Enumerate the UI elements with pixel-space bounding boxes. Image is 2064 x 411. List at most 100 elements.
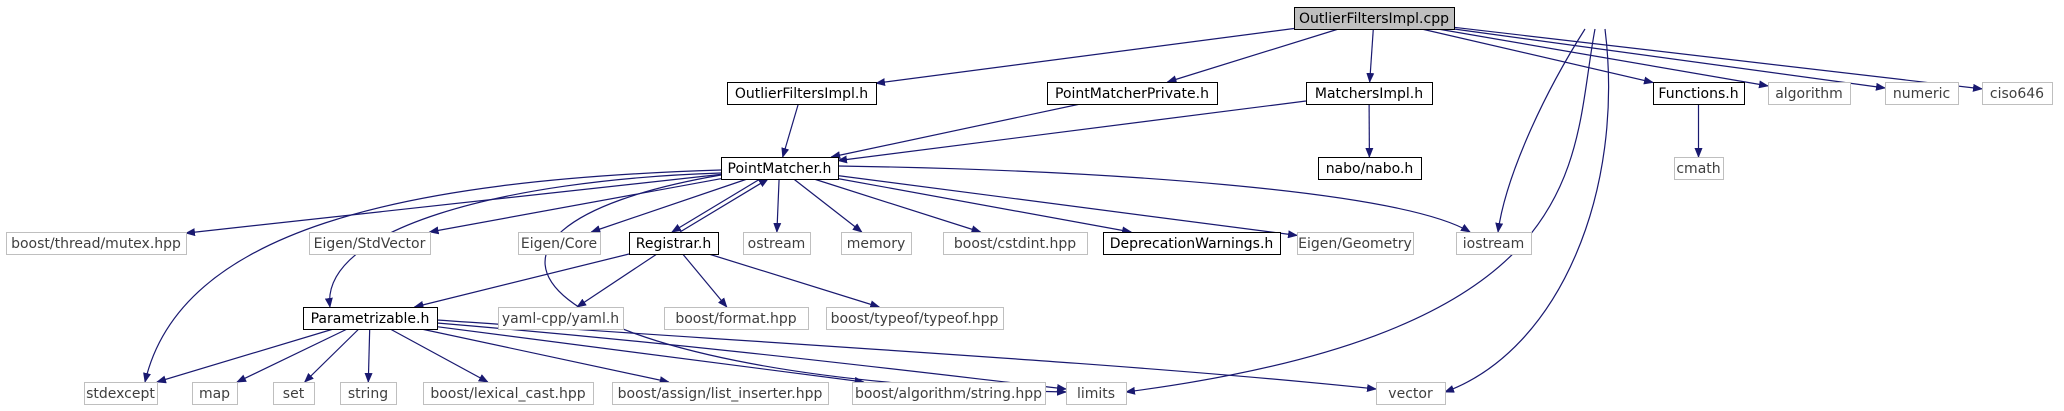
- node-registrar-h[interactable]: Registrar.h: [629, 232, 719, 255]
- node-box: [498, 307, 624, 330]
- node-label: ciso646: [1990, 86, 2044, 102]
- edge-outlierfiltersimpl-cpp-to-iostream: [1495, 28, 1586, 233]
- node-box: [1376, 382, 1446, 405]
- edge-pointmatcher-h-to-iostream: [837, 165, 1471, 233]
- node-label: boost/lexical_cast.hpp: [430, 386, 585, 402]
- edge-pointmatcherprivate-h-to-pointmatcher-h: [830, 103, 1081, 160]
- node-box: [727, 82, 877, 105]
- node-label: boost/algorithm/string.hpp: [855, 386, 1042, 402]
- node-pointmatcher-h[interactable]: PointMatcher.h: [721, 157, 839, 180]
- node-label: DeprecationWarnings.h: [1110, 236, 1274, 252]
- node-box: [852, 382, 1046, 405]
- node-label: OutlierFiltersImpl.cpp: [1299, 11, 1449, 27]
- node-deprecationwarnings-h[interactable]: DeprecationWarnings.h: [1103, 232, 1281, 255]
- node-label: string: [348, 386, 388, 402]
- edge-pointmatcher-h-to-deprecationwarnings-h: [837, 178, 1133, 235]
- edge-parametrizable-h-to-string: [364, 328, 373, 383]
- node-box: [84, 382, 158, 405]
- node-ciso646: ciso646: [1982, 82, 2053, 105]
- node-label: nabo/nabo.h: [1326, 161, 1414, 177]
- edge-parametrizable-h-to-boost-algorithm-string: [436, 326, 865, 385]
- node-label: Eigen/Geometry: [1298, 236, 1412, 252]
- node-map: map: [192, 382, 238, 405]
- edge-pointmatcher-h-to-eigen-core: [590, 178, 748, 233]
- edge-pointmatcher-h-to-eigen-geometry: [837, 175, 1298, 239]
- node-label: Eigen/Core: [521, 236, 597, 252]
- node-label: cmath: [1676, 161, 1720, 177]
- node-boost-thread-mutex: boost/thread/mutex.hpp: [6, 232, 187, 255]
- node-box: [841, 232, 912, 255]
- edge-matchersimpl-h-to-pointmatcher-h: [837, 100, 1307, 164]
- edge-parametrizable-h-to-limits: [436, 322, 1067, 392]
- edge-outlierfiltersimpl-cpp-to-outlierfiltersimpl-h: [875, 27, 1295, 86]
- node-memory: memory: [841, 232, 912, 255]
- edge-registrar-h-to-boost-format: [682, 253, 728, 308]
- node-numeric: numeric: [1885, 82, 1959, 105]
- node-pointmatcherprivate-h[interactable]: PointMatcherPrivate.h: [1047, 82, 1218, 105]
- node-matchersimpl-h[interactable]: MatchersImpl.h: [1306, 82, 1433, 105]
- node-outlierfiltersimpl-cpp[interactable]: OutlierFiltersImpl.cpp: [1294, 7, 1455, 30]
- node-label: limits: [1077, 386, 1115, 402]
- node-label: Functions.h: [1658, 86, 1738, 102]
- node-box: [826, 307, 1004, 330]
- node-box: [721, 157, 839, 180]
- node-box: [1885, 82, 1959, 105]
- node-box: [518, 232, 601, 255]
- node-eigen-stdvector: Eigen/StdVector: [309, 232, 431, 255]
- node-boost-algorithm-string: boost/algorithm/string.hpp: [852, 382, 1046, 405]
- node-algorithm: algorithm: [1768, 82, 1851, 105]
- node-stdexcept: stdexcept: [84, 382, 158, 405]
- node-label: boost/format.hpp: [675, 311, 796, 327]
- node-parametrizable-h[interactable]: Parametrizable.h: [303, 307, 438, 330]
- node-label: boost/typeof/typeof.hpp: [831, 311, 999, 327]
- node-box: [629, 232, 719, 255]
- node-label: numeric: [1893, 86, 1950, 102]
- edge-outlierfiltersimpl-cpp-to-vector: [1444, 28, 1610, 393]
- node-label: map: [199, 386, 230, 402]
- node-box: [1456, 232, 1532, 255]
- node-vector: vector: [1376, 382, 1446, 405]
- node-nabo-h[interactable]: nabo/nabo.h: [1318, 157, 1422, 180]
- edge-parametrizable-h-to-set: [303, 328, 360, 383]
- node-label: PointMatcherPrivate.h: [1055, 86, 1209, 102]
- node-box: [1318, 157, 1422, 180]
- node-outlierfiltersimpl-h[interactable]: OutlierFiltersImpl.h: [727, 82, 877, 105]
- node-functions-h[interactable]: Functions.h: [1653, 82, 1745, 105]
- node-iostream: iostream: [1456, 232, 1532, 255]
- edge-registrar-h-to-parametrizable-h: [413, 253, 630, 309]
- node-label: boost/assign/list_inserter.hpp: [618, 386, 823, 402]
- edge-outlierfiltersimpl-cpp-to-matchersimpl-h: [1366, 28, 1375, 83]
- node-box: [6, 232, 187, 255]
- node-limits: limits: [1066, 382, 1127, 405]
- node-box: [664, 307, 809, 330]
- edge-outlierfiltersimpl-cpp-to-ciso646: [1453, 26, 1983, 92]
- node-label: stdexcept: [86, 386, 155, 402]
- edge-pointmatcher-h-to-parametrizable-h: [324, 172, 722, 308]
- node-box: [1294, 7, 1455, 30]
- node-label: iostream: [1463, 236, 1525, 252]
- node-eigen-geometry: Eigen/Geometry: [1297, 232, 1414, 255]
- node-box: [273, 382, 315, 405]
- edge-outlierfiltersimpl-cpp-to-pointmatcherprivate-h: [1166, 28, 1339, 84]
- node-box: [192, 382, 238, 405]
- edge-registrar-h-to-yaml-cpp: [576, 253, 658, 308]
- node-label: boost/thread/mutex.hpp: [11, 236, 181, 252]
- edge-parametrizable-h-to-map: [236, 328, 348, 383]
- node-label: yaml-cpp/yaml.h: [502, 311, 619, 327]
- node-label: PointMatcher.h: [728, 161, 832, 177]
- node-box: [612, 382, 829, 405]
- node-box: [1047, 82, 1218, 105]
- edge-parametrizable-h-to-stdexcept: [156, 328, 334, 384]
- node-string: string: [340, 382, 397, 405]
- node-label: boost/cstdint.hpp: [954, 236, 1076, 252]
- node-boost-assign: boost/assign/list_inserter.hpp: [612, 382, 829, 405]
- node-box: [309, 232, 431, 255]
- node-label: ostream: [748, 236, 806, 252]
- node-box: [943, 232, 1088, 255]
- node-box: [303, 307, 438, 330]
- edge-pointmatcher-h-to-eigen-stdvector: [428, 178, 722, 235]
- nodes-layer: OutlierFiltersImpl.cppOutlierFiltersImpl…: [6, 7, 2053, 405]
- node-boost-lexical-cast: boost/lexical_cast.hpp: [423, 382, 594, 405]
- edge-pointmatcher-h-to-memory: [793, 178, 863, 233]
